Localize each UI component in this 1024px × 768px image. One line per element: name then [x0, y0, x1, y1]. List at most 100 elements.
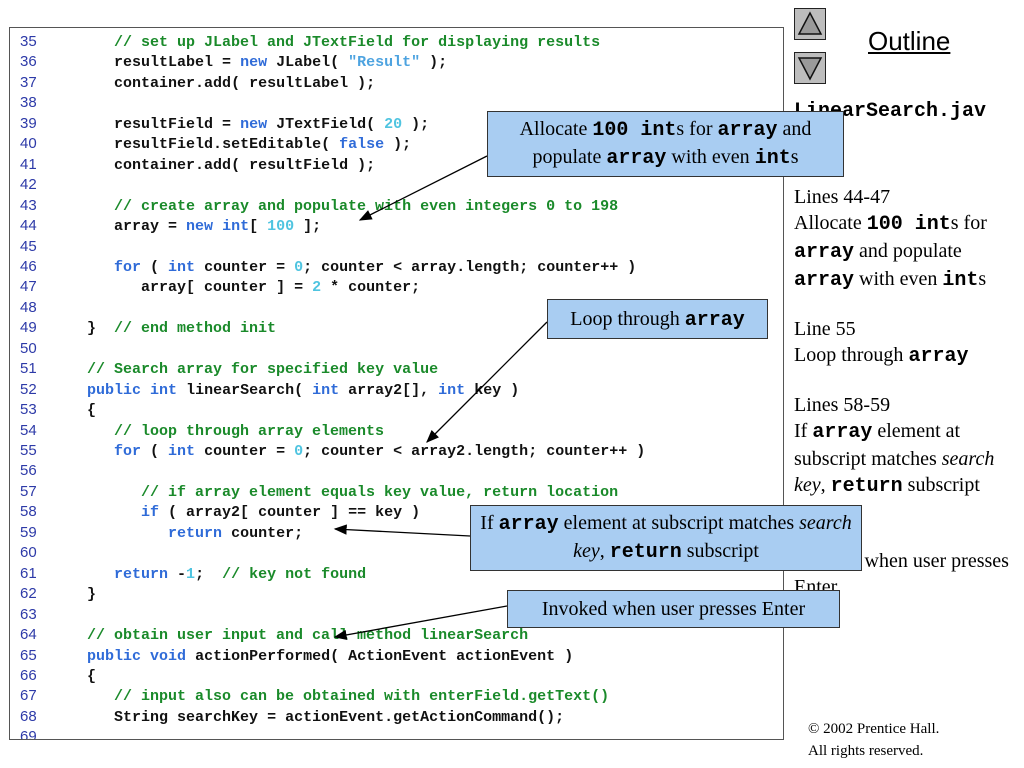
code-text: if ( array2[ counter ] == key )	[141, 504, 421, 522]
code-line: 53 {	[10, 400, 96, 420]
next-slide-button[interactable]	[794, 52, 826, 84]
code-text: {	[60, 402, 97, 420]
line-number: 49	[20, 319, 37, 337]
note-heading: Line 55	[794, 318, 856, 340]
callout-italic: search key	[573, 512, 852, 562]
code-text: // Search array for specified key value	[87, 361, 439, 379]
arrow-loop	[426, 321, 548, 443]
arrow-if-match	[333, 524, 471, 537]
note-text: s for	[950, 212, 987, 234]
code-text: container.add( resultLabel );	[114, 74, 376, 92]
callout-text: Invoked when user presses Enter	[541, 598, 806, 620]
copyright: © 2002 Prentice Hall. All rights reserve…	[808, 718, 939, 762]
arrow-invoked	[333, 605, 508, 641]
line-number: 43	[20, 196, 37, 214]
note-body: If array element at subscript matches se…	[794, 418, 1024, 500]
previous-slide-button[interactable]	[794, 8, 826, 40]
code-line: 37 container.add( resultLabel );	[10, 73, 375, 93]
code-text: // input also can be obtained with enter…	[114, 688, 610, 706]
code-line: 56	[10, 461, 60, 481]
code-text: resultLabel = new JLabel( "Result" );	[114, 54, 448, 72]
code-text: } // end method init	[60, 320, 277, 338]
code-line: 45	[10, 237, 60, 257]
callout-code: array	[606, 147, 667, 170]
note-italic: search key	[794, 448, 995, 496]
line-number: 55	[20, 442, 37, 459]
line-number: 40	[20, 135, 37, 153]
line-number: 60	[20, 544, 37, 562]
code-text: resultField.setEditable( false );	[114, 136, 412, 154]
callout-text: with even	[666, 146, 755, 168]
line-number: 66	[20, 666, 37, 684]
code-line: 57 // if array element equals key value,…	[10, 482, 618, 502]
note-lines-58-59: Lines 58-59 If array element at subscrip…	[794, 392, 1024, 500]
code-text: resultField = new JTextField( 20 );	[114, 115, 430, 133]
line-number: 54	[20, 421, 37, 439]
code-text: public void actionPerformed( ActionEvent…	[87, 647, 574, 665]
line-number: 67	[20, 687, 37, 705]
callout-code: return	[609, 541, 682, 564]
note-text: subscript	[902, 474, 980, 496]
code-line: 39 resultField = new JTextField( 20 );	[10, 114, 429, 134]
callout-code: array	[498, 513, 559, 536]
note-heading: Lines 44-47	[794, 186, 891, 208]
note-text: ,	[820, 474, 831, 496]
line-number: 52	[20, 380, 37, 398]
note-code: array	[812, 421, 873, 444]
callout-text: ,	[599, 540, 610, 562]
note-code: 100 int	[866, 213, 951, 236]
code-text: {	[60, 667, 97, 685]
code-line: 52 public int linearSearch( int array2[]…	[10, 380, 519, 400]
note-text: with even	[854, 268, 943, 290]
note-body: Loop through array	[794, 342, 1024, 370]
note-heading: Lines 58-59	[794, 394, 891, 416]
code-text: public int linearSearch( int array2[], i…	[87, 381, 520, 399]
line-number: 57	[20, 482, 37, 500]
code-line: 68 String searchKey = actionEvent.getAct…	[10, 707, 564, 727]
callout-text: and populate	[532, 118, 812, 168]
line-number: 61	[20, 564, 37, 582]
line-number: 50	[20, 339, 37, 357]
code-line: 67 // input also can be obtained with en…	[10, 686, 609, 706]
code-text: array = new int[ 100 ];	[114, 218, 322, 236]
outline-title[interactable]: Outline	[868, 26, 951, 56]
code-line: 36 resultLabel = new JLabel( "Result" );	[10, 52, 447, 72]
code-line: 44 array = new int[ 100 ];	[10, 216, 321, 236]
line-number: 63	[20, 605, 37, 623]
code-line: 49 } // end method init	[10, 318, 276, 338]
code-line: 41 container.add( resultField );	[10, 155, 375, 175]
line-number: 36	[20, 53, 37, 71]
callout-text: subscript	[681, 540, 759, 562]
callout-text: Loop through	[570, 308, 685, 330]
note-lines-44-47: Lines 44-47 Allocate 100 ints for array …	[794, 184, 1024, 294]
code-line: 47 array[ counter ] = 2 * counter;	[10, 277, 420, 297]
note-code: int	[942, 269, 979, 292]
code-line: 42	[10, 175, 60, 195]
code-text: // set up JLabel and JTextField for disp…	[114, 34, 601, 51]
code-line: 63	[10, 605, 60, 625]
callout-text: Allocate	[519, 118, 593, 140]
note-text: s	[978, 268, 987, 290]
callout-invoked: Invoked when user presses Enter	[507, 590, 840, 628]
code-text: // if array element equals key value, re…	[141, 483, 619, 501]
code-text: // loop through array elements	[114, 422, 385, 440]
note-code: array	[794, 269, 855, 292]
line-number: 35	[20, 33, 37, 50]
code-line: 69	[10, 727, 60, 739]
copyright-line: All rights reserved.	[808, 743, 924, 759]
note-text: If	[794, 420, 813, 442]
code-line: 55 for ( int counter = 0; counter < arra…	[10, 441, 645, 461]
line-number: 56	[20, 462, 37, 480]
code-text: container.add( resultField );	[114, 156, 376, 174]
code-text: for ( int counter = 0; counter < array2.…	[114, 443, 646, 460]
note-text: and populate	[854, 240, 962, 262]
code-line: 40 resultField.setEditable( false );	[10, 134, 411, 154]
line-number: 48	[20, 298, 37, 316]
callout-if-match: If array element at subscript matches se…	[470, 505, 862, 571]
note-text: element at subscript matches	[794, 420, 961, 470]
note-line-55: Line 55 Loop through array	[794, 316, 1024, 370]
arrow-allocate	[358, 155, 488, 221]
code-line: 48	[10, 298, 60, 318]
code-line: 61 return -1; // key not found	[10, 564, 366, 584]
